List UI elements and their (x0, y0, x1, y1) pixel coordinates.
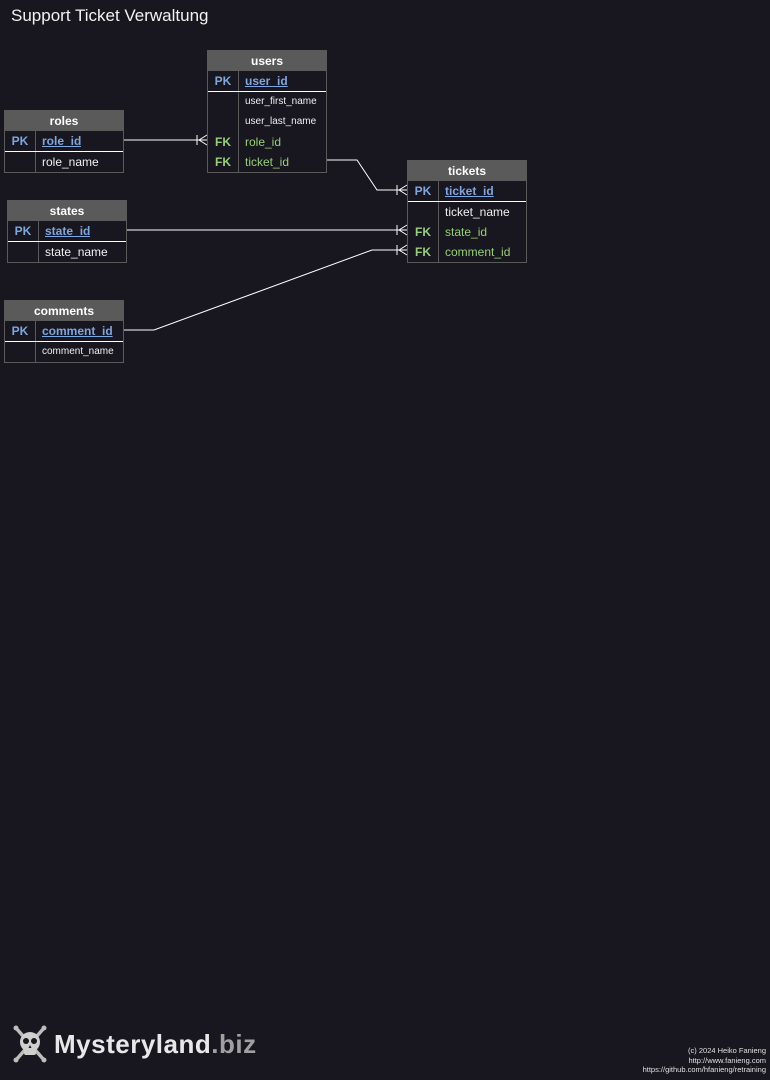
field-name: role_name (42, 155, 99, 169)
entity-title: users (208, 51, 326, 71)
connector-users-tickets (327, 159, 408, 196)
entity-row[interactable]: FK comment_id (408, 242, 526, 262)
foreign-key-marker: FK (208, 152, 239, 172)
field-name: ticket_name (445, 205, 510, 219)
key-marker (5, 152, 36, 172)
entity-row[interactable]: role_name (5, 152, 123, 172)
entity-states[interactable]: states PK state_id state_name (7, 200, 127, 263)
connector-comments-tickets (124, 244, 408, 331)
key-marker (208, 112, 239, 132)
field-name: state_id (45, 224, 91, 238)
credits-website-link[interactable]: http://www.fanieng.com (688, 1055, 766, 1065)
field-name: ticket_id (445, 184, 494, 198)
entity-title: roles (5, 111, 123, 131)
primary-key-marker: PK (408, 181, 439, 201)
entity-title: comments (5, 301, 123, 321)
logo-name: Mysteryland (54, 1028, 212, 1059)
field-name: state_name (45, 245, 108, 259)
entity-row[interactable]: FK role_id (208, 132, 326, 152)
entity-row[interactable]: state_name (8, 242, 126, 262)
entity-title: tickets (408, 161, 526, 181)
entity-users[interactable]: users PK user_id user_first_name user_la… (207, 50, 327, 173)
logo-tld: .biz (211, 1028, 257, 1059)
entity-row[interactable]: FK ticket_id (208, 152, 326, 172)
entity-row[interactable]: user_last_name (208, 112, 326, 132)
field-name: state_id (445, 225, 488, 239)
key-marker (8, 242, 39, 262)
connector-states-tickets (127, 224, 408, 236)
key-marker (408, 202, 439, 222)
entity-row[interactable]: PK comment_id (5, 321, 123, 342)
key-marker (5, 342, 36, 362)
skull-crossbones-icon (13, 1025, 47, 1063)
field-name: role_id (42, 134, 82, 148)
field-name: role_id (245, 135, 282, 149)
page-title: Support Ticket Verwaltung (11, 6, 209, 25)
field-name: comment_id (445, 245, 511, 259)
entity-row[interactable]: PK user_id (208, 71, 326, 92)
brand-logo: Mysteryland.biz (12, 1024, 257, 1064)
field-name: ticket_id (245, 155, 290, 169)
entity-row[interactable]: comment_name (5, 342, 123, 362)
primary-key-marker: PK (5, 131, 36, 151)
entity-comments[interactable]: comments PK comment_id comment_name (4, 300, 124, 363)
primary-key-marker: PK (5, 321, 36, 341)
primary-key-marker: PK (8, 221, 39, 241)
field-name: user_first_name (245, 96, 317, 107)
field-name: user_last_name (245, 116, 317, 127)
entity-tickets[interactable]: tickets PK ticket_id ticket_name FK stat… (407, 160, 527, 263)
credits-github-link[interactable]: https://github.com/hfanieng/retraining (642, 1065, 766, 1074)
entity-row[interactable]: PK ticket_id (408, 181, 526, 202)
entity-title: states (8, 201, 126, 221)
primary-key-marker: PK (208, 71, 239, 91)
entity-row[interactable]: FK state_id (408, 222, 526, 242)
foreign-key-marker: FK (408, 242, 439, 262)
entity-row[interactable]: user_first_name (208, 92, 326, 112)
field-name: comment_id (42, 324, 113, 338)
foreign-key-marker: FK (208, 132, 239, 152)
entity-row[interactable]: PK role_id (5, 131, 123, 152)
logo-wordmark: Mysteryland.biz (54, 1029, 257, 1060)
connector-roles-users (124, 134, 208, 146)
credits: (c) 2024 Heiko Fanieng http://www.fanien… (643, 1046, 766, 1075)
foreign-key-marker: FK (408, 222, 439, 242)
credits-copyright: (c) 2024 Heiko Fanieng (688, 1046, 766, 1055)
entity-row[interactable]: ticket_name (408, 202, 526, 222)
field-name: comment_name (42, 346, 114, 357)
field-name: user_id (245, 74, 288, 88)
entity-row[interactable]: PK state_id (8, 221, 126, 242)
entity-roles[interactable]: roles PK role_id role_name (4, 110, 124, 173)
key-marker (208, 92, 239, 112)
